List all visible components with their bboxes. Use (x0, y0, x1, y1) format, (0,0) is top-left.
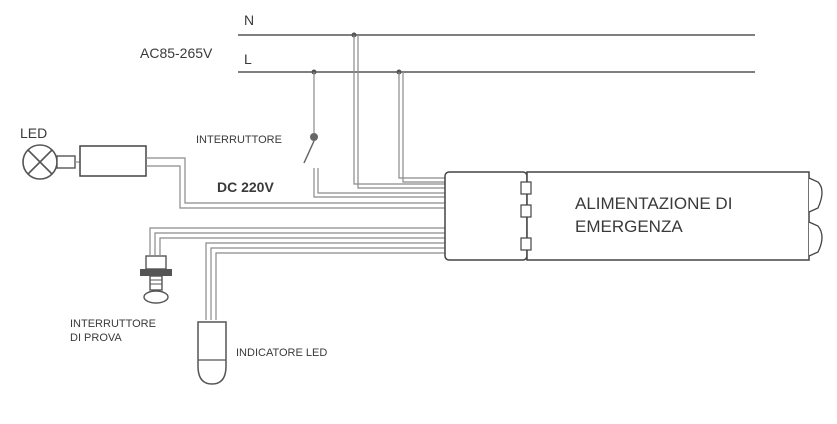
indicator-wires (205, 242, 445, 320)
mains-drop-wires (311, 32, 445, 189)
label-switch: INTERRUTTORE (196, 134, 282, 146)
label-led-indicator: INDICATORE LED (236, 347, 327, 359)
label-test-switch-line1: INTERRUTTORE (70, 318, 156, 330)
test-switch-wires (149, 227, 445, 255)
label-line: L (244, 51, 252, 67)
label-ac-range: AC85-265V (140, 45, 213, 61)
switch-icon (303, 133, 445, 198)
led-connector (79, 145, 445, 209)
module-title-line1: ALIMENTAZIONE DI (575, 194, 732, 213)
lamp-icon (22, 144, 80, 180)
label-dc-voltage: DC 220V (217, 179, 274, 195)
push-button-icon (140, 255, 172, 304)
led-indicator-icon (197, 321, 227, 385)
label-test-switch-line2: DI PROVA (70, 332, 122, 344)
label-led: LED (20, 125, 47, 141)
label-neutral: N (244, 12, 254, 28)
emergency-module (444, 171, 823, 261)
module-title-line2: EMERGENZA (575, 217, 683, 236)
